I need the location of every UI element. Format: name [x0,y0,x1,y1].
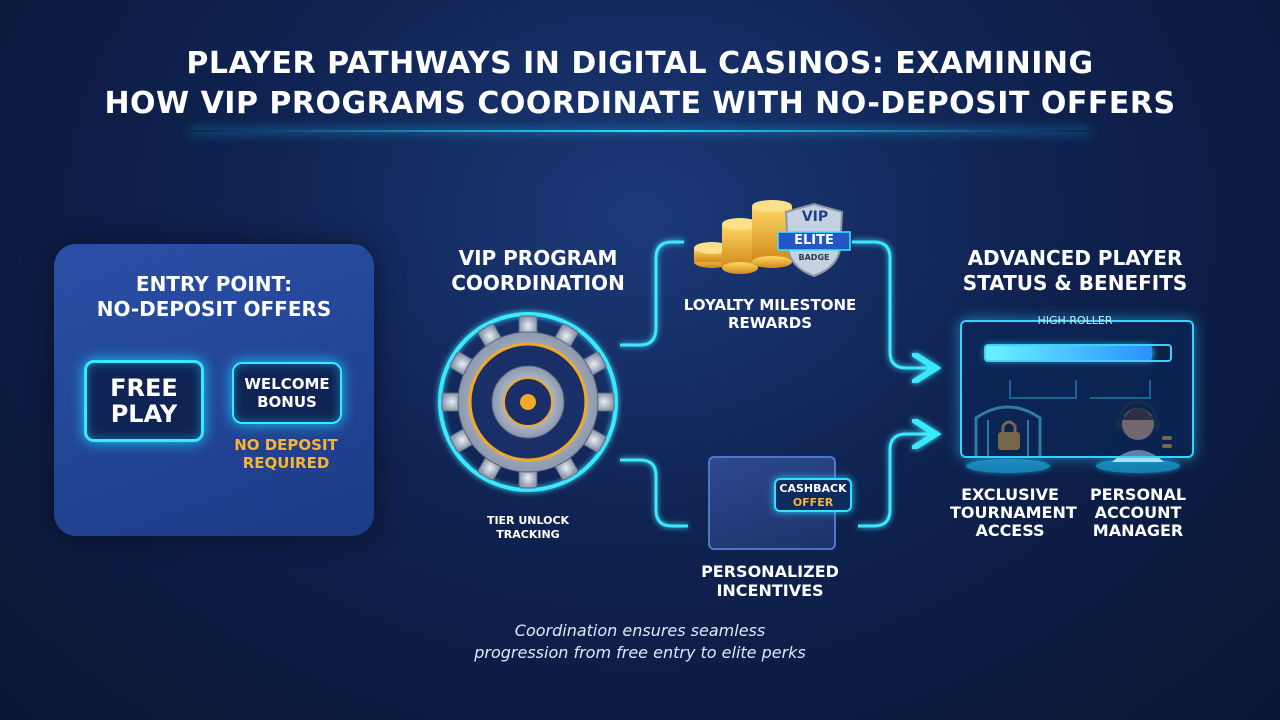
entry-heading-line-2: NO-DEPOSIT OFFERS [96,297,332,321]
tournament-label: EXCLUSIVE TOURNAMENT ACCESS [950,485,1077,540]
offer-text: OFFER [792,496,834,509]
tournament-line-3: ACCESS [975,521,1045,540]
badge-vip-text: VIP [801,209,829,225]
title-line-2: HOW VIP PROGRAMS COORDINATE WITH NO-DEPO… [104,86,1176,121]
tier-unlock-label: TIER UNLOCK TRACKING [468,514,588,542]
status-progress-bar [984,344,1172,362]
no-deposit-label: NO DEPOSIT REQUIRED [224,436,348,472]
tournament-line-2: TOURNAMENT [950,503,1077,522]
welcome-line-2: BONUS [257,393,317,411]
advanced-heading: ADVANCED PLAYER STATUS & BENEFITS [950,246,1200,296]
loyalty-line-2: REWARDS [727,314,813,332]
loyalty-label: LOYALTY MILESTONE REWARDS [670,296,870,332]
caption: Coordination ensures seamless progressio… [430,620,850,664]
welcome-line-1: WELCOME [244,375,330,393]
high-roller-label: HIGH ROLLER [1037,314,1113,327]
vip-heading-line-2: COORDINATION [451,271,625,295]
personalized-line-2: INCENTIVES [716,581,824,600]
cashback-text: CASHBACK [779,482,847,495]
no-deposit-line-2: REQUIRED [242,454,330,472]
loyalty-line-1: LOYALTY MILESTONE [683,296,857,314]
badge-caption-text: BADGE [798,253,830,262]
badge-elite-text: ELITE [794,233,834,248]
no-deposit-line-1: NO DEPOSIT [234,436,338,454]
manager-label: PERSONAL ACCOUNT MANAGER [1080,486,1196,540]
cashback-badge: CASHBACK OFFER [774,478,852,512]
personalized-label: PERSONALIZED INCENTIVES [680,562,860,600]
advanced-heading-line-2: STATUS & BENEFITS [962,271,1188,295]
arrow-incentives-to-status [858,434,930,528]
gear-icon [438,312,618,492]
manager-line-1: PERSONAL [1089,485,1187,504]
title-line-1: PLAYER PATHWAYS IN DIGITAL CASINOS: EXAM… [186,46,1094,81]
free-play-line-2: PLAY [110,400,178,428]
connector-to-incentives [620,458,688,528]
caption-line-1: Coordination ensures seamless [514,621,766,640]
caption-line-2: progression from free entry to elite per… [474,643,806,662]
vip-heading: VIP PROGRAM COORDINATION [420,246,656,296]
connector-to-loyalty [620,240,684,347]
title-divider [190,130,1090,132]
entry-heading: ENTRY POINT: NO-DEPOSIT OFFERS [54,272,374,322]
manager-line-3: MANAGER [1092,521,1184,540]
tournament-line-1: EXCLUSIVE [961,485,1059,504]
free-play-line-1: FREE [110,374,178,402]
manager-line-2: ACCOUNT [1094,503,1182,522]
tier-line-2: TRACKING [496,528,560,541]
vip-heading-line-1: VIP PROGRAM [458,246,618,270]
shield-icon [777,202,851,278]
tier-line-1: TIER UNLOCK [486,514,570,527]
arrow-loyalty-to-status [852,240,930,368]
personalized-line-1: PERSONALIZED [701,562,839,581]
free-play-card: FREE PLAY [84,360,204,442]
advanced-heading-line-1: ADVANCED PLAYER [967,246,1183,270]
status-progress-fill [986,346,1152,360]
status-panel [960,320,1194,458]
page-title: PLAYER PATHWAYS IN DIGITAL CASINOS: EXAM… [0,44,1280,124]
entry-heading-line-1: ENTRY POINT: [135,272,293,296]
welcome-bonus-card: WELCOME BONUS [232,362,342,424]
